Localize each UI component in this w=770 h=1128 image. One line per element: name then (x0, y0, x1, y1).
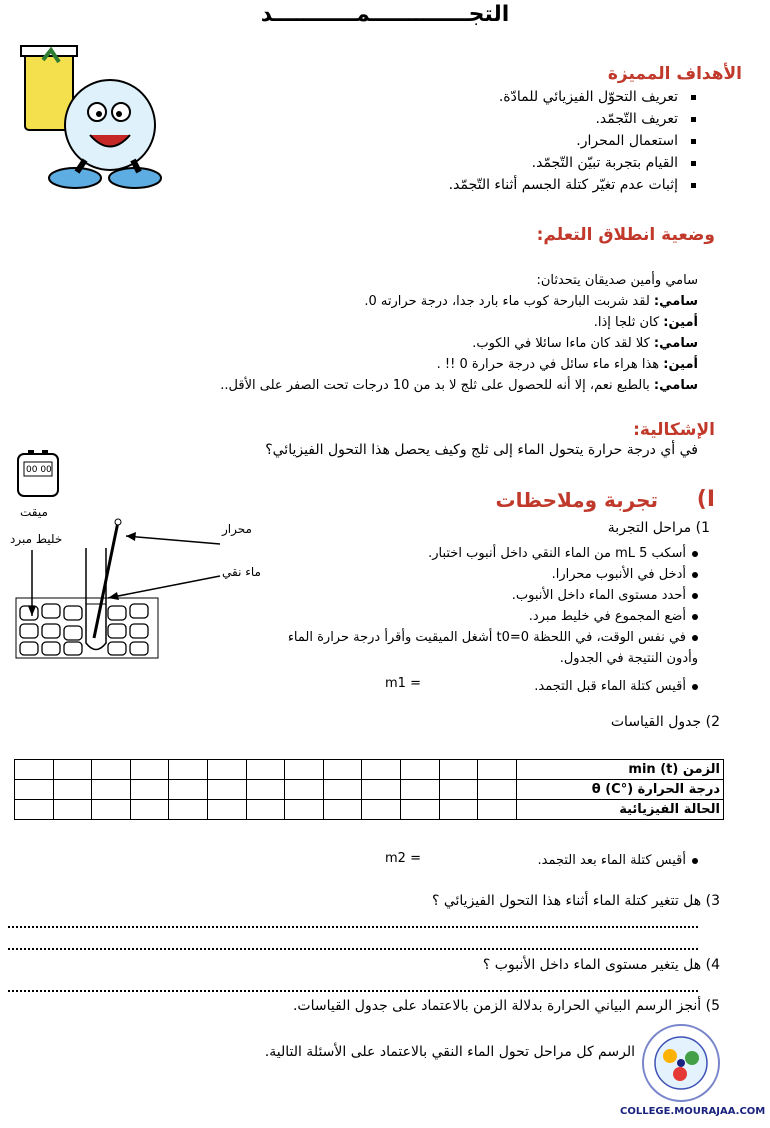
dialogue-line: أمين: كان ثلجا إذا. (18, 312, 698, 333)
row-header-state: الحالة الفيزيائية (516, 799, 724, 820)
answer-line[interactable] (8, 990, 698, 992)
objectives-list: تعريف التحوّل الفيزيائي للمادّة. تعريف ا… (244, 86, 704, 196)
speaker: سامي: (653, 294, 698, 309)
dialogue-line: سامي: بالطبع نعم، إلا أنه للحصول على ثلج… (18, 375, 698, 396)
speaker: سامي: (653, 336, 698, 351)
step-text: في نفس الوقت، في اللحظة t0=0 أشغل الميقي… (287, 630, 686, 645)
list-item: أدخل في الأنبوب محرارا. (228, 564, 698, 585)
page-title: التجـــــــــــــمـــــــــــد (260, 2, 510, 27)
table-row: الزمن (t) min (14, 759, 724, 780)
dialogue-line: أمين: هذا هراء ماء سائل في درجة حرارة 0 … (18, 354, 698, 375)
speaker: أمين: (663, 315, 698, 330)
list-item: تعريف التّجمّد. (244, 108, 704, 130)
section-number: I) (696, 487, 715, 512)
dialogue-text: كلا لقد كان ماءا سائلا في الكوب. (472, 336, 654, 351)
section-heading: تجربة وملاحظات (495, 488, 658, 512)
dialogue-block: سامي وأمين صديقان يتحدثان: سامي: لقد شرب… (18, 270, 698, 396)
row-header-time: الزمن (t) min (516, 759, 724, 780)
answer-line[interactable] (8, 948, 698, 950)
answer-line[interactable] (8, 926, 698, 928)
step-continuation: وأدون النتيجة في الجدول. (559, 651, 698, 666)
list-item: استعمال المحرار. (244, 130, 704, 152)
mass2-line: أقيس كتلة الماء بعد التجمد. (538, 850, 698, 871)
steps-list: أسكب 5 mL من الماء النقي داخل أنبوب اختب… (228, 543, 698, 669)
ice-cubes (19, 603, 149, 656)
dialogue-text: هذا هراء ماء سائل في درجة حرارة 0 !! . (436, 357, 664, 372)
measurements-table: الزمن (t) min درجة الحرارة (°C) θ الحالة… (14, 759, 724, 820)
mass1-line: أقيس كتلة الماء قبل التجمد. (534, 676, 698, 697)
bullet-icon (692, 613, 698, 620)
mixture-label: خليط مبرد (10, 532, 63, 546)
row-header-temperature: درجة الحرارة (°C) θ (516, 779, 724, 800)
problem-text: في أي درجة حرارة يتحول الماء إلى ثلج وكي… (265, 442, 698, 458)
thermometer (92, 521, 120, 639)
dialogue-line: سامي: لقد شربت البارحة كوب ماء بارد جدا،… (18, 291, 698, 312)
step-text: أسكب 5 mL من الماء النقي داخل أنبوب اختب… (428, 546, 686, 561)
list-item: القيام بتجربة تبيّن التّجمّد. (244, 152, 704, 174)
question-3: 3) هل تتغير كتلة الماء أثناء هذا التحول … (431, 893, 720, 909)
dialogue-text: كان ثلجا إذا. (593, 315, 664, 330)
question-5: 5) أنجز الرسم البياني الحرارة بدلالة الز… (292, 998, 720, 1014)
timer-display: 00 00 (26, 465, 52, 475)
thermometer-label: محرار (222, 522, 252, 536)
table-title: 2) جدول القياسات (610, 714, 720, 730)
apparatus-diagram (15, 450, 221, 659)
list-item: تعريف التحوّل الفيزيائي للمادّة. (244, 86, 704, 108)
timer-label: ميقت (20, 505, 48, 519)
list-item: في نفس الوقت، في اللحظة t0=0 أشغل الميقي… (228, 627, 698, 648)
situation-heading: وضعية انطلاق التعلم: (536, 225, 715, 245)
objectives-heading: الأهداف المميزة (607, 64, 742, 84)
footer-url: COLLEGE.MOURAJAA.COM (620, 1106, 766, 1117)
dialogue-text: لقد شربت البارحة كوب ماء بارد جدا، درجة … (364, 294, 654, 309)
question-4: 4) هل يتغير مستوى الماء داخل الأنبوب ؟ (482, 957, 720, 973)
dialogue-line: سامي: كلا لقد كان ماءا سائلا في الكوب. (18, 333, 698, 354)
watermark-logo (642, 1024, 720, 1102)
table-row: درجة الحرارة (°C) θ (14, 779, 724, 800)
step-text: أحدد مستوى الماء داخل الأنبوب. (511, 588, 686, 603)
list-item: إثبات عدم تغيّر كتلة الجسم أثناء التّجمّ… (244, 174, 704, 196)
dialogue-intro: سامي وأمين صديقان يتحدثان: (536, 273, 698, 288)
bullet-icon (692, 592, 698, 599)
problem-heading: الإشكالية: (633, 420, 715, 440)
bullet-icon (692, 857, 698, 864)
mass1-symbol: m1 = (385, 676, 421, 691)
step-text: أدخل في الأنبوب محرارا. (551, 567, 686, 582)
dialogue-text: بالطبع نعم، إلا أنه للحصول على ثلج لا بد… (220, 378, 654, 393)
list-item: أحدد مستوى الماء داخل الأنبوب. (228, 585, 698, 606)
bullet-icon (692, 683, 698, 690)
mass2-symbol: m2 = (385, 851, 421, 866)
step-text: أضع المجموع في خليط مبرد. (528, 609, 686, 624)
mass2-label: أقيس كتلة الماء بعد التجمد. (537, 853, 686, 868)
table-row: الحالة الفيزيائية (14, 799, 724, 820)
water-label: ماء نقي (222, 565, 261, 579)
question-6: الرسم كل مراحل تحول الماء النقي بالاعتما… (264, 1044, 635, 1060)
bullet-icon (692, 634, 698, 641)
bullet-icon (692, 550, 698, 557)
speaker: سامي: (653, 378, 698, 393)
steps-title: 1) مراحل التجربة (607, 520, 710, 536)
bullet-icon (692, 571, 698, 578)
mass1-label: أقيس كتلة الماء قبل التجمد. (534, 679, 686, 694)
mascot-illustration (20, 45, 162, 189)
speaker: أمين: (663, 357, 698, 372)
list-item: أسكب 5 mL من الماء النقي داخل أنبوب اختب… (228, 543, 698, 564)
test-tube (85, 548, 107, 651)
list-item: أضع المجموع في خليط مبرد. (228, 606, 698, 627)
